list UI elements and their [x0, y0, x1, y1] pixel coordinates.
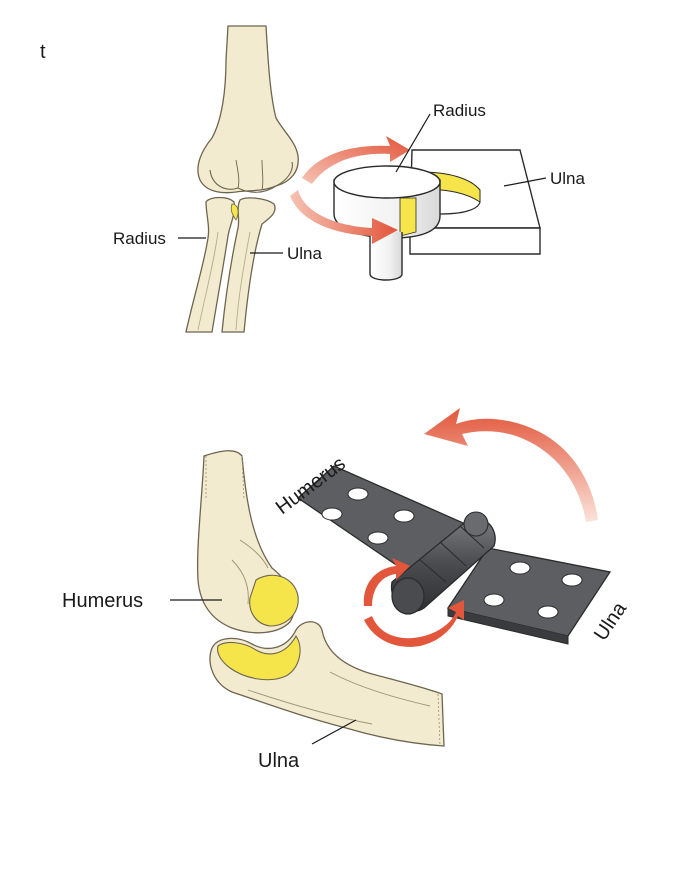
radius-model-leader — [395, 113, 431, 173]
pivot-joint-model — [290, 136, 541, 281]
pivot-rotation-arrow-lower — [290, 190, 398, 244]
pivot-rotation-arrow-upper — [302, 136, 410, 184]
radius-bone — [185, 196, 236, 333]
forearm-bones-illustration — [185, 25, 299, 333]
hinge-ulna-label: Ulna — [590, 598, 632, 645]
humerus-bone-label: Humerus — [62, 590, 143, 612]
radius-bone-label: Radius — [113, 229, 166, 248]
ulna-elbow-leader — [311, 719, 357, 745]
ulna-block-front — [409, 227, 541, 255]
radius-model-label: Radius — [433, 101, 486, 120]
ulna-model-leader — [503, 177, 547, 187]
hinge-joint-model — [296, 408, 612, 647]
hinge-rotation-arrow-lower — [364, 600, 464, 647]
hinge-pin-end — [391, 577, 425, 615]
ulna-elbow-label: Ulna — [258, 750, 300, 772]
hinge-swing-arrow — [424, 408, 598, 522]
hinge-rotation-arrow-upper — [363, 558, 410, 606]
elbow-bones-illustration — [196, 450, 445, 747]
humerus-trochlea — [249, 574, 299, 627]
radioulnar-articular-surface — [230, 203, 239, 221]
humerus-distal-bone — [197, 25, 299, 194]
radius-shaft — [369, 232, 403, 281]
ulna-elbow-bone — [209, 621, 445, 747]
ulna-bone-label: Ulna — [287, 244, 323, 263]
ulna-bone — [221, 197, 276, 333]
ulna-trochlear-notch — [217, 634, 301, 681]
corner-mark: t — [40, 41, 46, 63]
ulna-model-label: Ulna — [550, 169, 586, 188]
radius-cylinder-top — [333, 165, 441, 199]
